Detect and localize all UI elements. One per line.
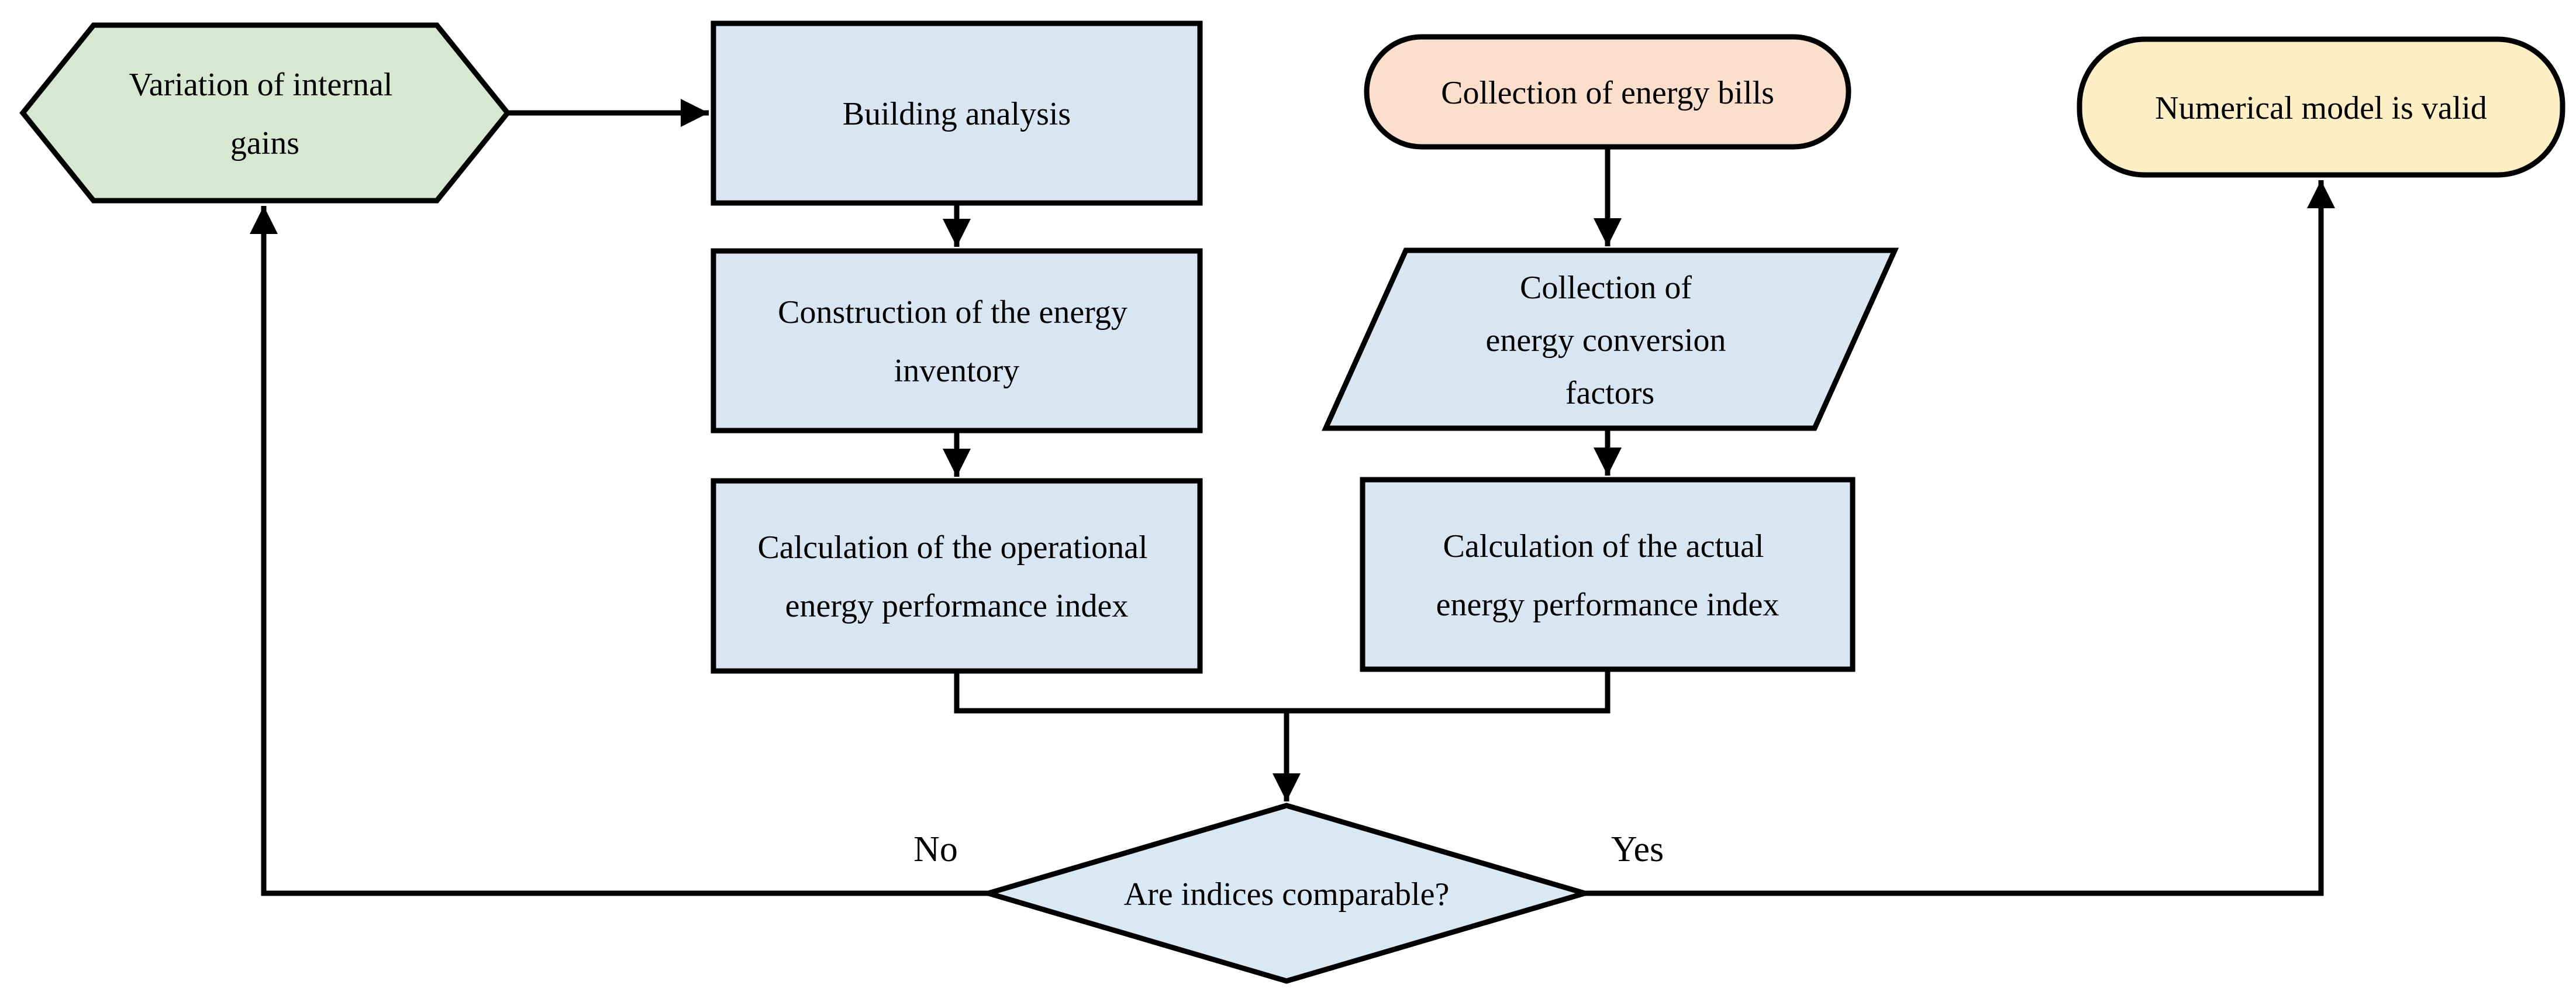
decision-shape: [979, 803, 1594, 984]
yes-branch-label: Yes: [1611, 830, 1664, 869]
construction-label: Construction of the energy inventory: [778, 294, 1136, 389]
merge-connector: [954, 670, 1611, 714]
node-numerical-model-is-valid: Numerical model is valid: [2077, 36, 2565, 178]
calc-actual-label-line-2: energy performance index: [1436, 587, 1780, 623]
node-collection-of-energy-bills: Collection of energy bills: [1364, 34, 1851, 150]
variation-label-line-1: Variation of internal: [129, 67, 393, 103]
node-variation-of-internal-gains: Variation of internal gains: [19, 22, 511, 204]
calc-actual-label-line-1: Calculation of the actual: [1443, 528, 1764, 565]
variation-label-line-2: gains: [230, 125, 299, 161]
hexagon-shape: [19, 22, 511, 204]
decision-label: Are indices comparable?: [1124, 876, 1450, 913]
variation-label: Variation of internal gains: [129, 67, 401, 161]
calc-operational-label-line-1: Calculation of the operational: [757, 529, 1147, 566]
node-calc-operational-index: Calculation of the operational energy pe…: [711, 478, 1203, 674]
node-collection-of-conversion-factors: Collection of energy conversion factors: [1322, 247, 1899, 431]
node-building-analysis: Building analysis: [711, 20, 1203, 206]
factors-label-line-2: energy conversion: [1485, 322, 1726, 359]
calc-operational-label: Calculation of the operational energy pe…: [757, 529, 1156, 624]
construction-label-line-2: inventory: [894, 353, 1020, 389]
bills-shape: [1364, 34, 1851, 150]
valid-label: Numerical model is valid: [2155, 90, 2487, 126]
building-analysis-shape: [711, 20, 1203, 206]
edges: [250, 99, 2335, 896]
yes-branch-connector: [1585, 180, 2335, 896]
factors-label-line-3: factors: [1565, 375, 1654, 411]
construction-shape: [711, 248, 1203, 433]
node-calc-actual-index: Calculation of the actual energy perform…: [1360, 477, 1856, 672]
calc-actual-label: Calculation of the actual energy perform…: [1436, 528, 1780, 623]
node-decision-are-indices-comparable: Are indices comparable?: [979, 803, 1594, 984]
construction-label-line-1: Construction of the energy: [778, 294, 1127, 331]
no-branch-connector: [250, 206, 988, 896]
calc-actual-shape: [1360, 477, 1856, 672]
factors-shape: [1322, 247, 1899, 431]
bills-label: Collection of energy bills: [1441, 75, 1774, 111]
factors-label: Collection of energy conversion factors: [1485, 270, 1734, 411]
building-analysis-label: Building analysis: [843, 96, 1071, 132]
calc-operational-label-line-2: energy performance index: [785, 588, 1129, 624]
factors-label-line-1: Collection of: [1520, 270, 1692, 306]
calc-operational-shape: [711, 478, 1203, 674]
node-construction-of-energy-inventory: Construction of the energy inventory: [711, 248, 1203, 433]
no-branch-label: No: [913, 830, 958, 869]
valid-shape: [2077, 36, 2565, 178]
